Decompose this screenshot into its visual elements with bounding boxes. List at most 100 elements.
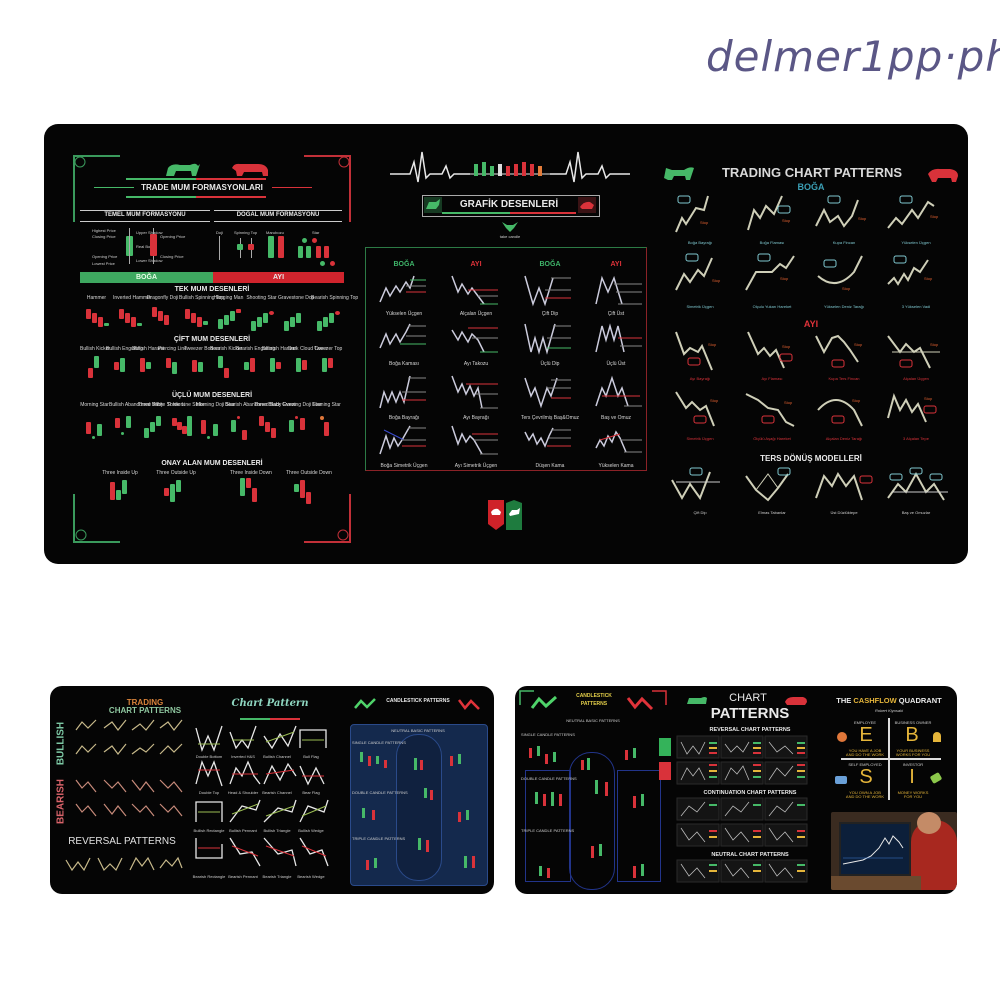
candlestick-title: CANDLESTICK PATTERNS [576, 693, 612, 707]
symmetrical-triangle-chart-icon: Stop [675, 253, 721, 291]
bear-wedge-chart-icon [451, 327, 498, 353]
pattern-label: Head & Shoulder [227, 790, 259, 795]
bear-candle [150, 234, 157, 256]
candle [126, 416, 131, 428]
pattern-label: Boğa Bayrağı [388, 415, 420, 421]
candle [94, 356, 99, 368]
candle [335, 311, 340, 315]
candle [302, 360, 307, 370]
pattern-label: Bullish Harami [132, 346, 165, 352]
pattern-label: Three Outside Up [156, 470, 196, 476]
neutral-section-heading: NEUTRAL CHART PATTERNS [711, 852, 789, 858]
pattern-label: Üçlü Üst [606, 361, 626, 367]
bear-symmetrical-triangle-chart-icon [451, 425, 498, 455]
title-underline-top [196, 178, 266, 180]
candle [140, 358, 145, 372]
mousepad-chart-patterns: TRADING CHART PATTERNS BULLISH BEARISH R… [50, 686, 494, 894]
section-label: SINGLE CANDLE PATTERNS [352, 740, 406, 745]
pattern-label: Alçalan Deniz Tarağı [825, 436, 863, 441]
pattern-label: Double Bottom [195, 754, 223, 759]
candle [121, 432, 124, 435]
mini-chart-patterns-grid-icon [75, 719, 183, 817]
candle [295, 416, 298, 419]
marubozu-bull [268, 236, 274, 258]
pattern-label: Dragonfly Doji [146, 295, 179, 301]
pattern-label: Evening Star [312, 402, 341, 408]
divider [80, 221, 210, 222]
marubozu-bear [278, 236, 284, 258]
quadrant-horizontal-line [841, 758, 941, 760]
candle [192, 360, 197, 372]
corner-ornament-icon [519, 690, 534, 705]
candle [86, 309, 91, 319]
cashflow-title-post: QUADRANT [896, 696, 942, 705]
candle [150, 422, 155, 432]
candle [122, 480, 127, 494]
heartbeat-line-icon [390, 151, 630, 183]
bull-symmetrical-triangle-chart-icon [379, 425, 426, 455]
pattern-label: Morning Doji Star [196, 402, 235, 408]
svg-text:Stop: Stop [842, 286, 851, 291]
title-wave-left [94, 187, 134, 188]
pattern-label: Morning Star [80, 402, 109, 408]
bull-flag-chart-icon [379, 375, 426, 409]
section-label: NEUTRAL BASIC PATTERNS [391, 728, 445, 733]
section-label: DOUBLE CANDLE PATTERNS [521, 776, 577, 781]
candle [284, 321, 289, 331]
candle [158, 311, 163, 321]
candle [294, 484, 299, 492]
person-head [917, 812, 941, 834]
bear-section-heading: AYI [803, 319, 819, 329]
candle [306, 492, 311, 504]
anatomy-label: Closing Price [160, 254, 184, 259]
candle-cluster-icon [529, 746, 644, 878]
bull-head-logo-icon [502, 222, 518, 232]
investor-icon [929, 772, 943, 784]
side-label-bearish: BEARISH [55, 779, 67, 825]
candle [191, 313, 196, 323]
candle [265, 422, 270, 432]
blue-panel-right [617, 770, 661, 882]
single-pattern-row: Hammer Inverted Hammer Dragonfly Doji Bu… [80, 295, 358, 335]
ascending-triangle-chart-icon [379, 275, 426, 303]
candle [116, 490, 121, 500]
divider [214, 210, 342, 211]
bull-flag-chart-icon: Stop [675, 195, 709, 233]
pattern-label: Düşen Kama [535, 463, 565, 469]
pattern-label: Bullish Spinning Top [179, 295, 224, 301]
pattern-label: Bear Flag [302, 790, 320, 795]
quadrant-letter: B [905, 724, 919, 746]
triple-patterns-heading: ÜÇLÜ MUM DESENLERİ [171, 392, 253, 399]
pattern-label: Ayı Bayrağı [463, 415, 489, 421]
candle [218, 319, 223, 329]
candle [236, 309, 241, 313]
pattern-label: Hammer [86, 295, 107, 301]
bear-flag-chart-icon [451, 375, 498, 409]
candle [197, 317, 202, 327]
pattern-label: Baş ve Omuz [600, 415, 631, 421]
double-pattern-row: Bullish Kicker Bullish Engulfing Bullish… [80, 346, 344, 386]
candle [182, 426, 187, 434]
blue-panel-left [525, 770, 571, 882]
candle [104, 323, 109, 326]
candle [166, 358, 171, 368]
quadrant-role: SELF EMPLOYED [848, 762, 882, 767]
candle [172, 418, 177, 426]
center-panel: GRAFİK DESENLERİ take candle BOĞA AYI BO… [360, 124, 660, 564]
candle [300, 480, 305, 498]
pattern-label: Shooting Star [246, 295, 277, 301]
candle [164, 488, 169, 496]
pattern-label: Ters Çevrilmiş Baş&Omuz [520, 415, 580, 421]
divider [214, 221, 342, 222]
svg-text:Stop: Stop [710, 398, 719, 403]
pattern-label: Tweezer Bottom [184, 346, 221, 352]
star-candle [306, 246, 311, 258]
quadrant-desc: MONEY WORKS FOR YOU [897, 790, 929, 799]
svg-text:Stop: Stop [700, 220, 709, 225]
column-header-bull: BOĞA [539, 261, 561, 268]
desk [831, 876, 921, 890]
candle [263, 313, 268, 323]
descending-triangle-chart-icon: Stop [887, 335, 940, 369]
grafik-title-box [422, 195, 600, 217]
title-underline [442, 212, 510, 214]
